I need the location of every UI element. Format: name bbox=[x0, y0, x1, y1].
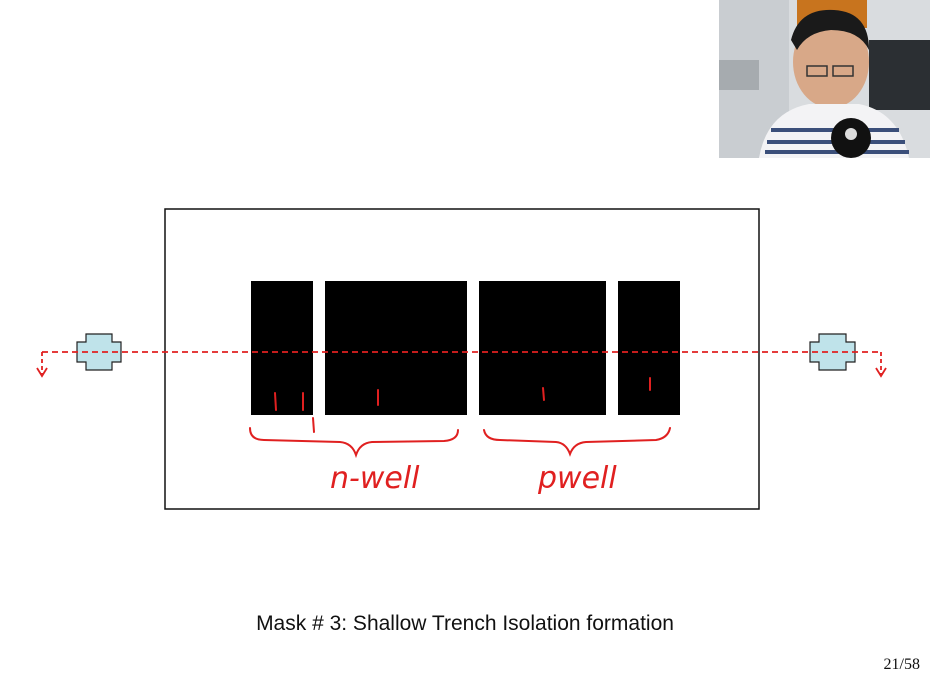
left-contact-pad bbox=[76, 333, 122, 371]
handwritten-ticks bbox=[274, 377, 651, 433]
active-area-block-4 bbox=[618, 281, 680, 415]
p-well-brace bbox=[483, 427, 671, 457]
active-area-block-3 bbox=[479, 281, 606, 415]
n-well-brace bbox=[249, 427, 459, 459]
cut-line bbox=[36, 351, 887, 378]
presenter-webcam bbox=[719, 0, 930, 158]
page-number: 21/58 bbox=[883, 656, 920, 673]
active-area-block-2 bbox=[325, 281, 467, 415]
webcam-image bbox=[719, 0, 930, 158]
p-well-label: pwell bbox=[537, 461, 617, 496]
slide-caption: Mask # 3: Shallow Trench Isolation forma… bbox=[256, 612, 674, 635]
n-well-label: n-well bbox=[330, 461, 420, 496]
